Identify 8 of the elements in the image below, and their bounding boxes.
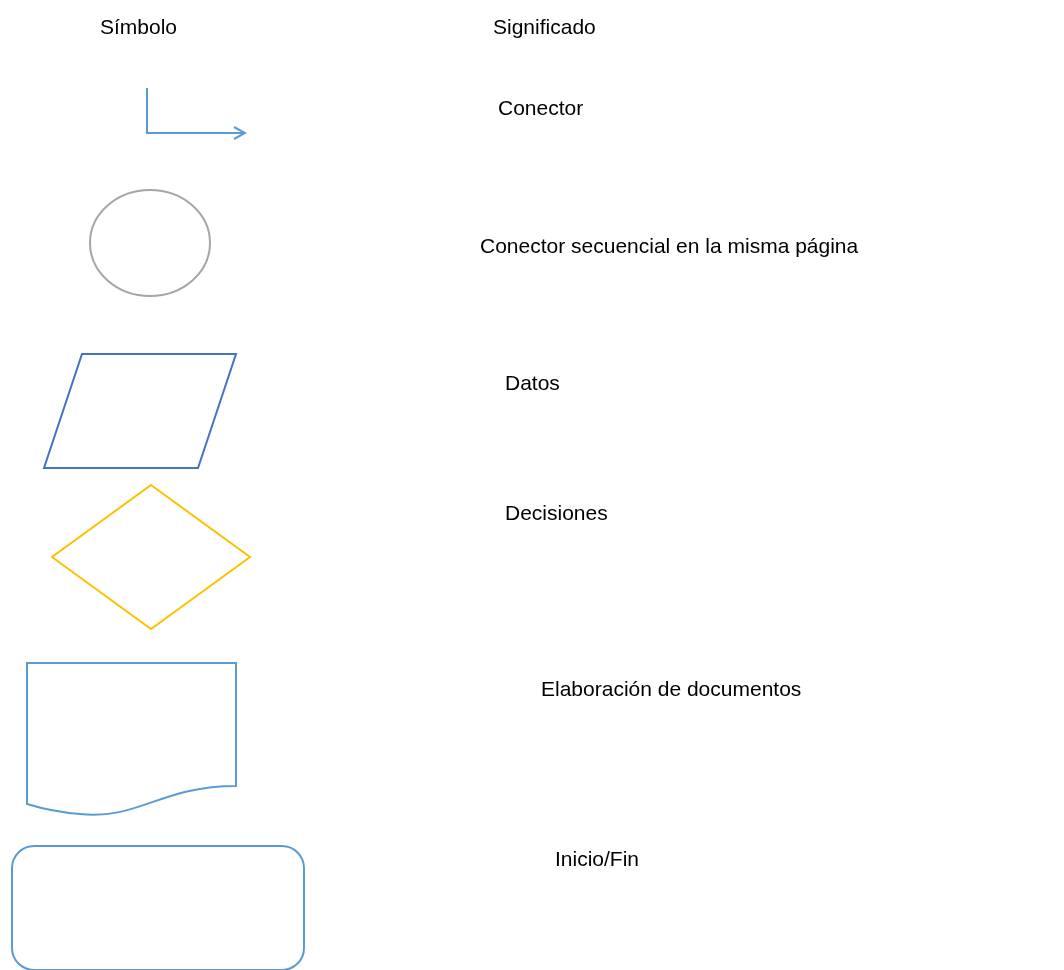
symbol-meaning: Conector <box>498 95 584 121</box>
symbol-meaning: Decisiones <box>505 500 608 526</box>
column-heading: Significado <box>493 14 596 40</box>
symbol-meaning: Inicio/Fin <box>555 846 640 872</box>
symbol-meaning: Elaboración de documentos <box>541 676 802 702</box>
column-heading: Símbolo <box>100 14 178 40</box>
symbol-meaning: Datos <box>505 370 560 396</box>
symbol-meaning: Conector secuencial en la misma página <box>480 233 859 259</box>
